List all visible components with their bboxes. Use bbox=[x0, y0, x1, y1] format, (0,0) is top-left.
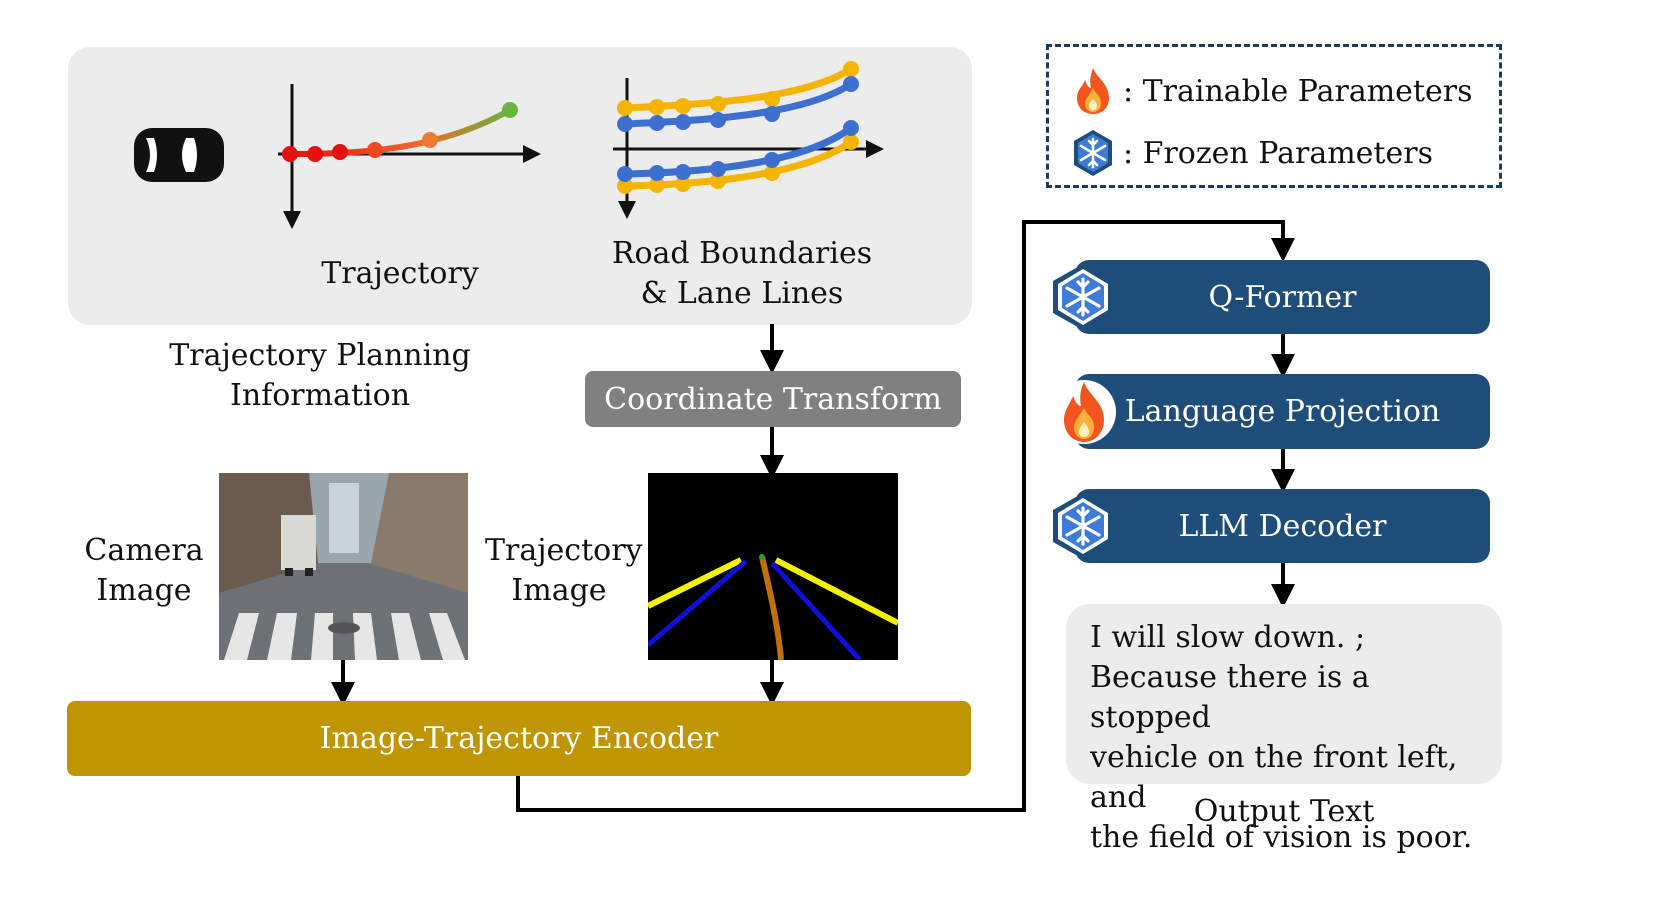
flame-icon bbox=[1077, 68, 1109, 114]
qformer-box: Q-Former bbox=[1075, 260, 1490, 334]
output-line-4: the field of vision is poor. bbox=[1090, 820, 1473, 855]
traj-point bbox=[307, 146, 323, 162]
legend-frozen: : Frozen Parameters bbox=[1071, 127, 1499, 179]
encoder-to-qformer-path bbox=[516, 220, 1295, 812]
right-lane bbox=[770, 561, 862, 660]
legend: : Trainable Parameters : Frozen Paramete… bbox=[1046, 44, 1502, 188]
traj-point bbox=[282, 146, 298, 162]
snowflake-icon bbox=[1053, 493, 1113, 559]
camera-image-label: Camera Image bbox=[78, 531, 210, 611]
trajectory-planning-panel bbox=[68, 47, 972, 325]
left-lane bbox=[648, 559, 748, 647]
trajectory-image bbox=[648, 473, 898, 660]
road-label-line1: Road Boundaries bbox=[611, 236, 873, 271]
output-text-box: I will slow down. ; Because there is a s… bbox=[1066, 604, 1502, 855]
legend-frozen-text: : Frozen Parameters bbox=[1123, 135, 1433, 171]
image-trajectory-encoder: Image-Trajectory Encoder bbox=[67, 701, 971, 776]
snowflake-icon bbox=[1074, 130, 1112, 176]
output-line-3: vehicle on the front left, and bbox=[1090, 740, 1458, 815]
camera-image bbox=[219, 473, 468, 660]
coordinate-transform-box: Coordinate Transform bbox=[585, 371, 961, 427]
planning-caption: Trajectory Planning Information bbox=[169, 338, 471, 413]
llm-decoder-box: LLM Decoder bbox=[1075, 489, 1490, 563]
ego-trajectory bbox=[759, 556, 784, 660]
traj-curve bbox=[289, 107, 512, 157]
car-icon bbox=[134, 128, 224, 182]
road-boundaries-plot bbox=[613, 61, 884, 219]
road-boundaries-label: Road Boundaries & Lane Lines bbox=[592, 234, 892, 314]
output-line-1: I will slow down. ; bbox=[1090, 620, 1366, 655]
trajectory-image-label: Trajectory Image bbox=[485, 531, 643, 611]
legend-trainable: : Trainable Parameters bbox=[1071, 65, 1499, 117]
right-boundary bbox=[774, 557, 898, 626]
traj-point bbox=[332, 144, 348, 160]
traj-image-label-line2: Image bbox=[511, 573, 607, 608]
flame-icon bbox=[1052, 380, 1116, 444]
output-line-2: Because there is a stopped bbox=[1090, 660, 1370, 735]
legend-trainable-text: : Trainable Parameters bbox=[1123, 73, 1473, 109]
traj-point bbox=[502, 102, 518, 118]
left-boundary bbox=[648, 557, 743, 609]
traj-point bbox=[367, 142, 383, 158]
trajectory-label: Trajectory bbox=[321, 256, 479, 291]
language-projection-box: Language Projection bbox=[1075, 374, 1490, 449]
output-caption: Output Text bbox=[1193, 794, 1375, 829]
camera-label-line2: Image bbox=[96, 573, 192, 608]
snowflake-icon bbox=[1053, 264, 1113, 330]
traj-image-label-line1: Trajectory bbox=[485, 533, 643, 568]
trajectory-plot bbox=[278, 84, 541, 229]
road-label-line2: & Lane Lines bbox=[640, 276, 844, 311]
traj-point bbox=[422, 132, 438, 148]
camera-label-line1: Camera bbox=[84, 533, 204, 568]
